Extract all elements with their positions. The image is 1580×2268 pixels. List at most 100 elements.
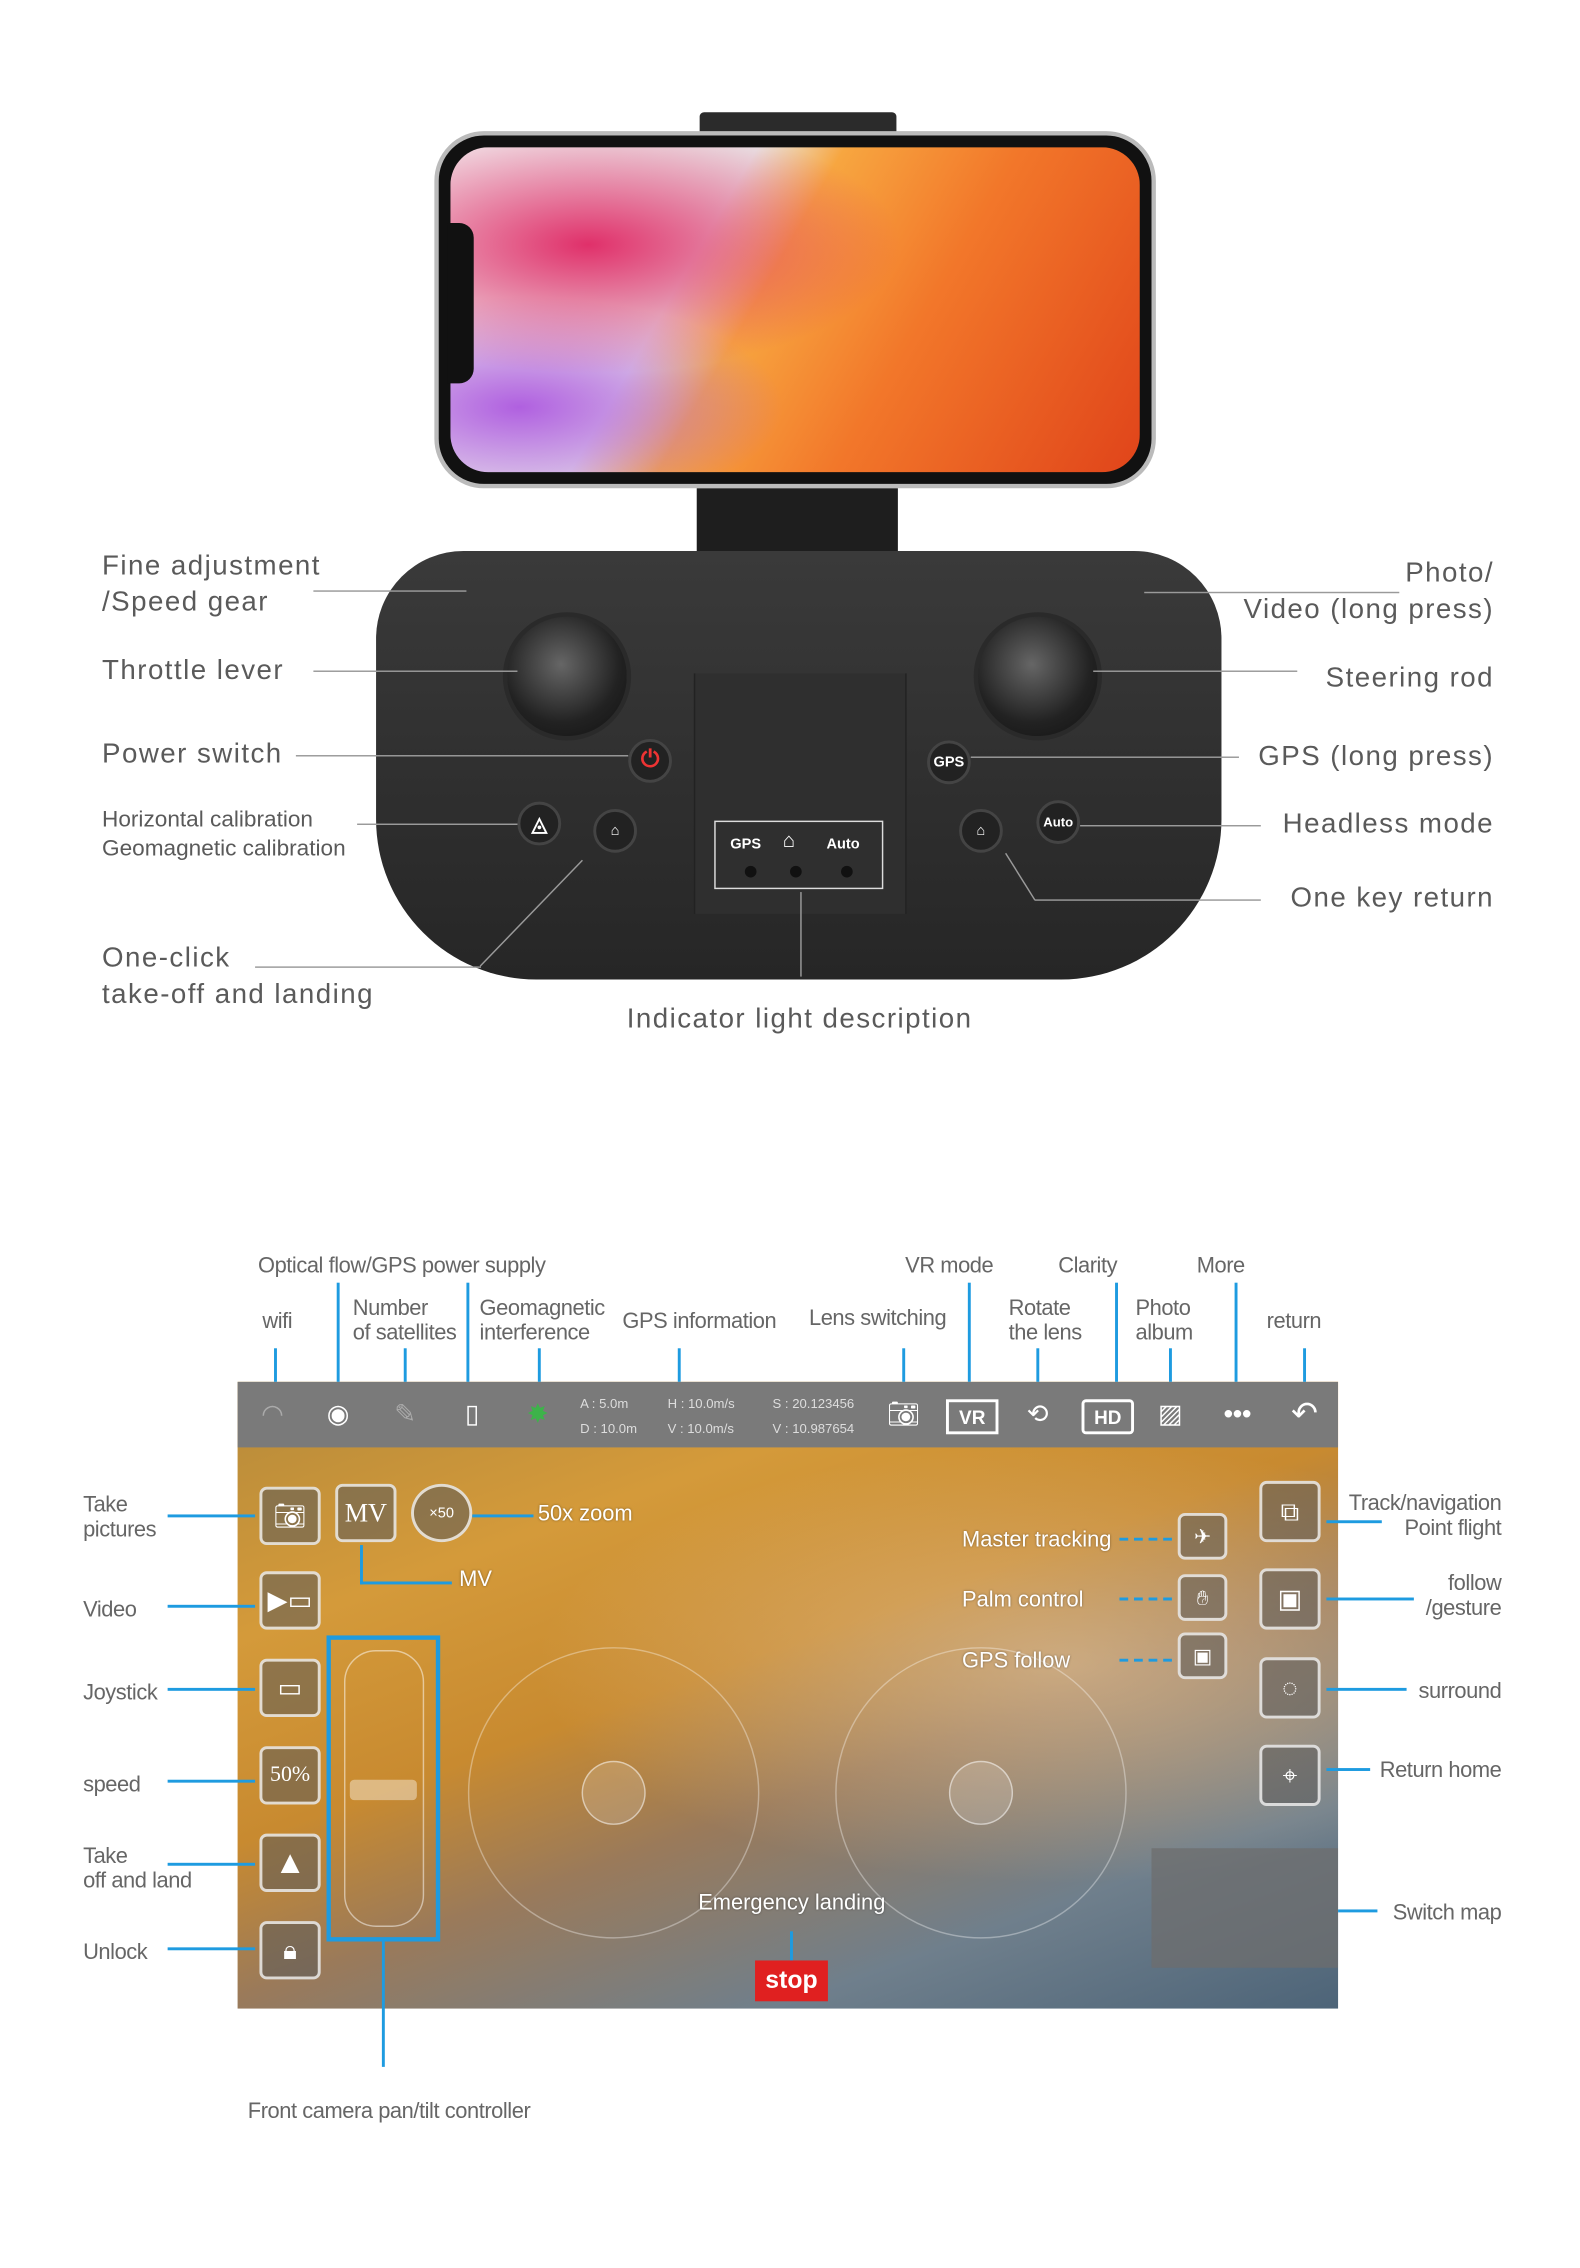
label-gps-info: GPS information [622,1308,777,1334]
take-picture-button[interactable]: 📷︎ [259,1486,321,1546]
geomagnetic-icon: ✸ [526,1398,549,1428]
label-take-pictures: Take pictures [83,1492,157,1543]
leader-line [313,590,467,592]
label-calibration: Horizontal calibration Geomagnetic calib… [102,807,346,862]
label-power: Power switch [102,739,283,770]
label-steering: Steering rod [1325,663,1495,694]
master-tracking-button[interactable]: ✈ [1177,1512,1228,1560]
phone [434,131,1156,489]
power-button[interactable]: ⏻ [628,739,672,783]
vr-mode-button[interactable]: VR [945,1399,999,1435]
led [790,865,802,878]
pointer [1234,1282,1238,1382]
label-pan-tilt: Front camera pan/tilt controller [247,2098,531,2124]
label-fine-adjustment: Fine adjustment /Speed gear [102,550,321,619]
label-indicator: Indicator light description [626,1004,973,1035]
pan-tilt-handle[interactable] [349,1779,417,1801]
phone-notch [447,223,474,384]
switch-map[interactable] [1151,1848,1339,1968]
telemetry-speed: H : 10.0m/s V : 10.0m/s [667,1396,735,1436]
indicator-gps-label: GPS [730,836,762,853]
pointer [1119,1658,1172,1662]
mv-button[interactable]: MV [335,1483,397,1543]
mode-master-tracking: Master tracking [962,1527,1112,1553]
mode-palm-control: Palm control [962,1587,1084,1613]
right-joystick[interactable] [973,612,1102,741]
left-joystick[interactable] [502,612,632,741]
pan-tilt-slider[interactable] [343,1650,425,1927]
label-return-home: Return home [1379,1757,1502,1783]
leader-line [1144,591,1400,594]
zoom-button[interactable]: ×50 [411,1483,473,1543]
pointer [967,1282,971,1382]
left-virtual-joystick[interactable] [467,1647,760,1939]
unlock-button[interactable]: 🔒︎ [259,1921,321,1980]
pointer [167,1862,256,1866]
label-takeoff-land: Take off and land [83,1843,192,1894]
rotate-lens-icon[interactable]: ⟲ [1026,1398,1049,1428]
leader-line [1093,670,1298,672]
joystick-button[interactable]: ▭ [259,1658,321,1718]
lens-switch-icon[interactable]: 📷︎ [887,1398,921,1428]
takeoff-landing-button[interactable]: ⌂ [593,808,637,853]
pointer [1115,1282,1118,1382]
label-lens-switching: Lens switching [808,1306,947,1331]
label-satellites: Number of satellites [352,1295,457,1346]
label-headless: Headless mode [1282,808,1495,840]
pointer [1168,1348,1172,1382]
pointer [1119,1597,1172,1601]
label-joystick: Joystick [83,1680,158,1706]
surround-button[interactable]: ◌ [1259,1657,1321,1719]
clarity-hd-button[interactable]: HD [1081,1399,1135,1435]
mode-gps-follow: GPS follow [962,1648,1071,1674]
leader-line [1080,825,1261,827]
leader-line [800,892,802,977]
pointer [381,1941,385,2067]
label-vr-mode: VR mode [905,1253,994,1279]
return-home-button[interactable]: ⌖ [1259,1744,1321,1806]
leader-line [970,756,1239,758]
pointer [790,1931,793,1961]
pointer [167,1514,256,1518]
indicator-headless-icon: ⌂ [782,827,796,852]
label-clarity: Clarity [1058,1253,1118,1279]
video-button[interactable]: ▶▭ [259,1571,321,1630]
pointer [336,1282,340,1382]
label-video: Video [83,1597,137,1623]
phone-screen [450,147,1140,473]
gps-follow-button[interactable]: ▣ [1177,1632,1228,1680]
stop-button[interactable]: stop [755,1960,828,2002]
mv-label: MV [459,1566,492,1592]
headless-button[interactable]: Auto [1036,800,1081,844]
pointer [1303,1348,1307,1382]
speed-button[interactable]: 50% [259,1746,321,1805]
label-switch-map: Switch map [1392,1900,1502,1926]
pointer [1326,1597,1414,1601]
pointer [360,1581,452,1585]
indicator-panel: GPS ⌂ Auto [714,820,884,890]
label-photo-video: Photo/ Video (long press) [1243,558,1495,626]
label-gps: GPS (long press) [1258,741,1495,773]
pointer [167,1947,256,1951]
track-navigation-button[interactable]: ⧉ [1259,1480,1321,1543]
photo-album-icon[interactable]: ▨ [1158,1398,1183,1428]
pointer [537,1348,541,1382]
pointer [472,1514,534,1518]
pointer [167,1779,256,1783]
left-joystick-knob[interactable] [581,1760,646,1825]
right-virtual-joystick[interactable] [835,1647,1127,1939]
more-icon[interactable]: ••• [1223,1398,1252,1428]
return-button[interactable]: ⌂ [959,808,1003,853]
leader-line [295,755,629,757]
pointer [902,1348,906,1382]
follow-gesture-button[interactable]: ▣ [1259,1568,1321,1630]
gps-button[interactable]: GPS [927,740,971,785]
takeoff-land-button[interactable]: ▲ [259,1833,321,1892]
emergency-label: Emergency landing [698,1890,886,1916]
palm-control-button[interactable]: ✋︎ [1177,1574,1228,1621]
return-icon[interactable]: ↶ [1291,1394,1318,1432]
right-joystick-knob[interactable] [948,1760,1014,1825]
calibration-button[interactable]: ◬ [517,801,562,846]
pointer [167,1687,256,1691]
label-unlock: Unlock [83,1940,148,1965]
